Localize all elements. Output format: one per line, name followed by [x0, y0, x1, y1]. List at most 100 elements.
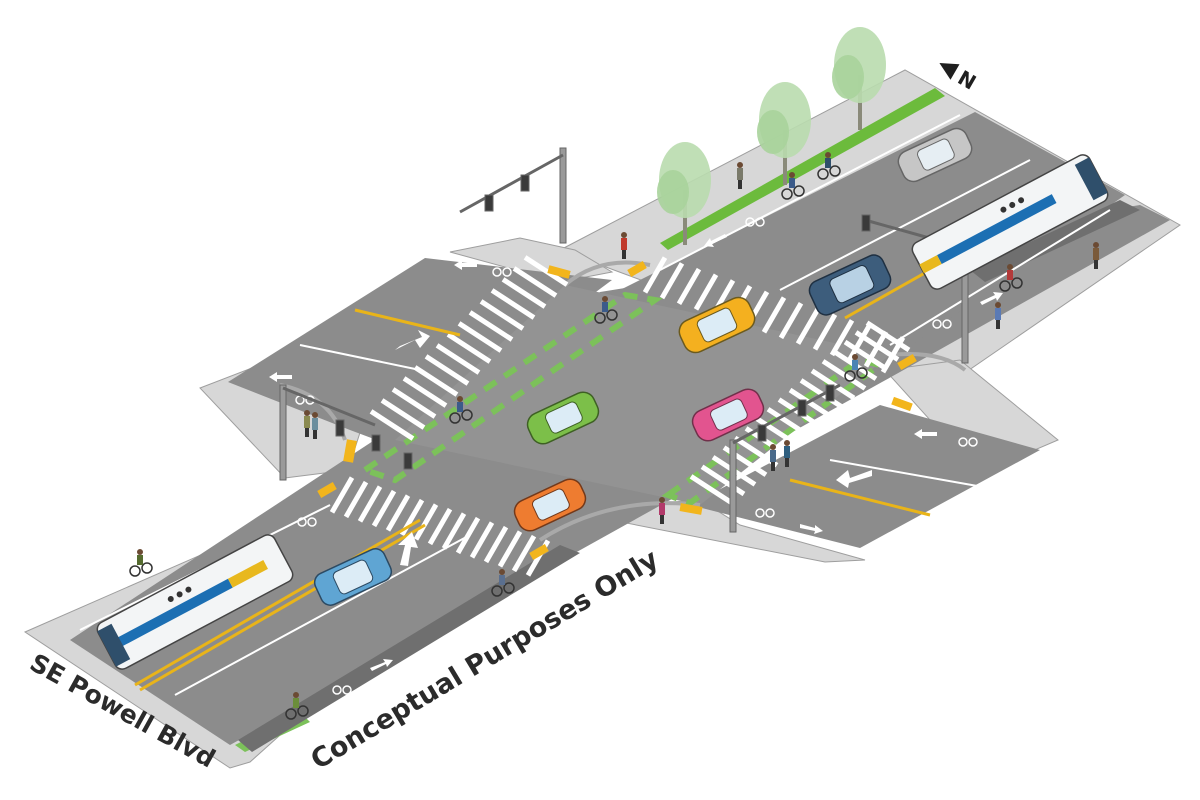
crosswalk-stripe	[402, 376, 448, 408]
cyclist-icon	[781, 172, 805, 200]
car-icon	[691, 388, 765, 442]
cyclist-icon	[844, 354, 868, 382]
crosswalk-stripe	[778, 302, 804, 340]
lane-line-east	[829, 459, 1001, 491]
bike-lane-ne	[970, 200, 1140, 282]
car-icon	[808, 254, 892, 316]
crosswalk-stripe	[441, 512, 467, 550]
lane-arrow-icon	[704, 234, 727, 247]
crosswalk-stripe	[413, 365, 459, 397]
car-icon	[526, 391, 600, 445]
crosswalk-stripe	[457, 321, 503, 353]
pedestrian-icon	[784, 440, 790, 467]
lane-line-4	[779, 159, 1031, 291]
car-icon	[513, 478, 587, 532]
bike-lane-sw	[238, 545, 580, 752]
centerline-east	[789, 478, 931, 517]
turn-arrow-icon	[398, 532, 418, 566]
tree-icon	[657, 142, 711, 245]
crosswalk-stripe	[413, 503, 439, 541]
tree-icon	[832, 27, 886, 130]
people	[129, 152, 1099, 720]
crosswalk-stripe	[854, 330, 900, 362]
crosswalk-stripe	[766, 407, 812, 439]
crosswalk-stripe	[446, 332, 492, 364]
bike-crossing-west	[358, 291, 663, 484]
crosswalk-stripe	[744, 426, 790, 458]
crosswalk-stripe	[424, 354, 470, 386]
traffic-signal-icon	[279, 384, 413, 481]
crosswalk-stripe	[642, 256, 668, 294]
crosswalk-stripe	[689, 474, 735, 506]
lane-line-5	[889, 209, 1111, 346]
crosswalk-stripe	[788, 387, 834, 420]
pedestrian-icon	[737, 162, 743, 189]
traffic-signal-icon	[459, 147, 567, 244]
crosswalk-stripe	[501, 277, 547, 309]
lane-arrow-icon	[914, 429, 937, 439]
pedestrian-icon	[621, 232, 627, 259]
crosswalk-stripe	[810, 368, 856, 401]
lane-line-west	[299, 344, 421, 371]
crosswalk-stripe	[523, 255, 569, 287]
tree-icon	[757, 82, 811, 185]
turn-arrow-icon	[395, 330, 430, 350]
cyclist-icon	[999, 264, 1023, 292]
centerline-west	[354, 308, 461, 337]
crosswalk-stripe	[497, 530, 523, 568]
crosswalk-stripe	[490, 288, 536, 320]
crosswalk-stripe	[761, 296, 787, 334]
planting-strip	[660, 88, 945, 250]
crosswalk-stripe	[427, 507, 453, 546]
bike-lanes	[235, 200, 1140, 752]
car-icon	[678, 296, 756, 354]
crosswalk-stripe	[693, 273, 719, 311]
crosswalk-stripe	[483, 525, 509, 564]
crosswalk-stripe	[479, 299, 525, 331]
pavement-markings	[269, 217, 1003, 695]
crosswalk-west	[369, 255, 569, 441]
pedestrian-icon	[995, 302, 1001, 329]
cyclist-icon	[285, 692, 309, 720]
pedestrian-icon	[312, 412, 318, 439]
curb-corner-se	[889, 352, 967, 372]
cyclist-icon	[594, 296, 618, 324]
crosswalk-stripe	[812, 313, 838, 351]
north-arrow-letter: N	[954, 65, 981, 94]
crosswalk-stripe	[843, 339, 889, 372]
crosswalk-stripe	[829, 319, 855, 357]
bike-symbol-icon	[295, 217, 978, 695]
crosswalk-stripe	[795, 307, 821, 345]
pedestrian-icon	[659, 497, 665, 524]
lane-arrow-icon	[370, 659, 393, 671]
north-arrow-icon: N	[939, 63, 981, 95]
crosswalk-stripe	[846, 324, 872, 362]
car-icon	[313, 548, 393, 606]
cyclist-icon	[491, 569, 515, 597]
lane-arrow-icon	[454, 260, 477, 270]
bus-icon	[96, 534, 294, 670]
cyclist-icon	[449, 396, 473, 424]
crosswalk-stripe	[511, 534, 537, 573]
crosswalk-stripe	[385, 494, 411, 532]
cyclist-icon	[817, 152, 841, 180]
crosswalk-stripe	[435, 343, 481, 375]
planting-strip-green	[660, 88, 945, 250]
crosswalk-stripe	[391, 387, 437, 419]
lane-arrow-icon	[980, 292, 1003, 305]
lane-arrow-icon	[269, 372, 292, 382]
crosswalk-stripe	[343, 480, 369, 519]
car-icon	[897, 127, 973, 183]
crosswalk-stripe	[676, 267, 702, 305]
crosswalk-stripe	[371, 489, 397, 528]
crosswalk-stripe	[659, 262, 685, 300]
crosswalk-stripe	[733, 435, 779, 468]
pedestrian-icon	[304, 410, 310, 437]
crosswalk-stripe	[380, 398, 426, 430]
crosswalk-stripe	[369, 409, 415, 441]
cyclist-icon	[129, 549, 153, 577]
lane-line-1	[174, 534, 471, 696]
lane-arrow-icon	[800, 524, 823, 534]
turn-arrow-icon	[836, 470, 872, 488]
